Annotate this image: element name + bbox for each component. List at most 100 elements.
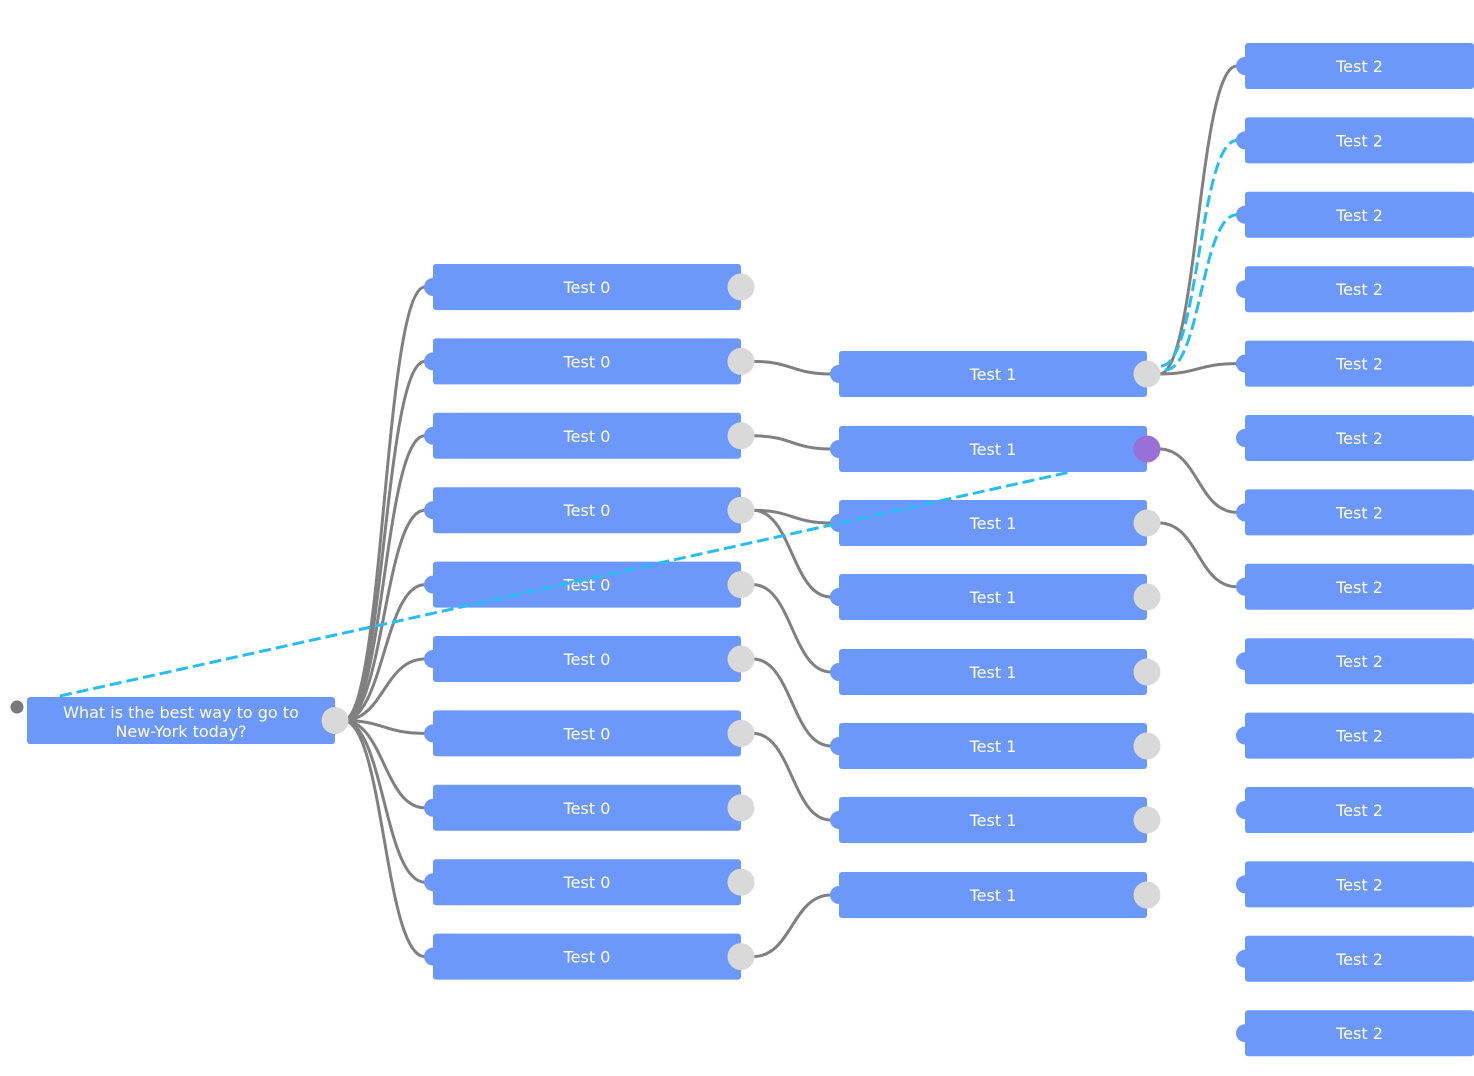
level1-node-4-output-port[interactable]	[1133, 658, 1161, 686]
level2-node-11-input-port[interactable]	[1236, 875, 1254, 894]
level0-node-3-input-port[interactable]	[424, 501, 442, 520]
level2-node-5-body[interactable]	[1245, 415, 1474, 461]
level0-node-6-output-port[interactable]	[727, 719, 755, 747]
level1-node-7-body[interactable]	[839, 872, 1147, 918]
level2-node-5[interactable]: Test 2	[1236, 415, 1474, 461]
level2-node-4-input-port[interactable]	[1236, 354, 1254, 373]
level2-node-9[interactable]: Test 2	[1236, 712, 1474, 759]
level1-node-1-input-port[interactable]	[830, 440, 848, 458]
level1-node-4-input-port[interactable]	[830, 663, 848, 681]
level1-node-4-body[interactable]	[839, 649, 1147, 695]
level1-node-6-output-port[interactable]	[1133, 806, 1161, 834]
level2-node-7-body[interactable]	[1245, 563, 1474, 610]
level2-node-0-body[interactable]	[1245, 43, 1474, 89]
level0-node-5[interactable]: Test 0	[424, 636, 755, 682]
level0-node-2-output-port[interactable]	[727, 422, 755, 450]
level2-node-3-input-port[interactable]	[1236, 280, 1254, 299]
level1-node-7-input-port[interactable]	[830, 886, 848, 904]
level1-node-3-output-port[interactable]	[1133, 583, 1161, 611]
level2-node-3-body[interactable]	[1245, 266, 1474, 313]
root-handle[interactable]	[10, 700, 24, 714]
level0-node-8[interactable]: Test 0	[424, 859, 755, 906]
level2-node-12[interactable]: Test 2	[1236, 935, 1474, 982]
level1-node-0-input-port[interactable]	[830, 365, 848, 383]
level1-node-1-body[interactable]	[839, 426, 1147, 472]
level2-node-11[interactable]: Test 2	[1236, 861, 1474, 908]
root-node-output-port[interactable]	[321, 707, 349, 734]
level0-node-7[interactable]: Test 0	[424, 784, 755, 831]
level1-node-2-output-port[interactable]	[1133, 509, 1161, 537]
level0-node-5-input-port[interactable]	[424, 650, 442, 668]
level1-node-1[interactable]: Test 1	[830, 426, 1161, 472]
level0-node-4-output-port[interactable]	[727, 571, 755, 599]
level2-node-8[interactable]: Test 2	[1236, 638, 1474, 685]
level0-node-3[interactable]: Test 0	[424, 487, 755, 534]
level0-node-6[interactable]: Test 0	[424, 710, 755, 757]
level1-node-6-input-port[interactable]	[830, 811, 848, 829]
level0-node-7-input-port[interactable]	[424, 798, 442, 817]
level2-node-7-input-port[interactable]	[1236, 577, 1254, 596]
level2-node-1-input-port[interactable]	[1236, 131, 1254, 150]
level0-node-0-body[interactable]	[433, 264, 741, 310]
level0-node-0-output-port[interactable]	[727, 273, 755, 301]
level2-node-13-input-port[interactable]	[1236, 1024, 1254, 1043]
level0-node-2-input-port[interactable]	[424, 426, 442, 445]
level1-node-7[interactable]: Test 1	[830, 872, 1161, 918]
level2-node-6[interactable]: Test 2	[1236, 489, 1474, 536]
level2-node-8-body[interactable]	[1245, 638, 1474, 685]
level1-node-3-body[interactable]	[839, 574, 1147, 620]
level1-node-6-body[interactable]	[839, 797, 1147, 843]
level0-node-1-output-port[interactable]	[727, 347, 755, 375]
level0-node-7-output-port[interactable]	[727, 794, 755, 822]
level2-node-0[interactable]: Test 2	[1236, 43, 1474, 89]
level0-node-0-input-port[interactable]	[424, 278, 442, 296]
level0-node-4-input-port[interactable]	[424, 575, 442, 594]
level1-node-3[interactable]: Test 1	[830, 574, 1161, 620]
level0-node-7-body[interactable]	[433, 784, 741, 831]
level1-node-5-output-port[interactable]	[1133, 732, 1161, 760]
level2-node-12-input-port[interactable]	[1236, 949, 1254, 968]
level0-node-3-body[interactable]	[433, 487, 741, 534]
level1-node-3-input-port[interactable]	[830, 588, 848, 606]
level1-node-1-output-port[interactable]	[1133, 435, 1161, 463]
level1-node-2-input-port[interactable]	[830, 514, 848, 532]
level0-node-5-body[interactable]	[433, 636, 741, 682]
level2-node-3[interactable]: Test 2	[1236, 266, 1474, 313]
level1-node-4[interactable]: Test 1	[830, 649, 1161, 695]
level0-node-1-body[interactable]	[433, 338, 741, 385]
level2-node-12-body[interactable]	[1245, 935, 1474, 982]
level2-node-7[interactable]: Test 2	[1236, 563, 1474, 610]
level1-node-6[interactable]: Test 1	[830, 797, 1161, 843]
level2-node-11-body[interactable]	[1245, 861, 1474, 908]
level1-node-2-body[interactable]	[839, 500, 1147, 546]
level2-node-4[interactable]: Test 2	[1236, 340, 1474, 387]
level2-node-0-input-port[interactable]	[1236, 57, 1254, 75]
level1-node-0-output-port[interactable]	[1133, 360, 1161, 388]
level2-node-6-input-port[interactable]	[1236, 503, 1254, 522]
level2-node-2[interactable]: Test 2	[1236, 191, 1474, 238]
level2-node-10[interactable]: Test 2	[1236, 787, 1474, 833]
level2-node-10-body[interactable]	[1245, 787, 1474, 833]
level1-node-5-body[interactable]	[839, 723, 1147, 769]
level1-node-2[interactable]: Test 1	[830, 500, 1161, 546]
level2-node-2-input-port[interactable]	[1236, 205, 1254, 224]
level0-node-2[interactable]: Test 0	[424, 412, 755, 459]
level2-node-2-body[interactable]	[1245, 191, 1474, 238]
level2-node-1[interactable]: Test 2	[1236, 117, 1474, 164]
root-node-body[interactable]	[27, 697, 335, 744]
level2-node-4-body[interactable]	[1245, 340, 1474, 387]
level0-node-8-input-port[interactable]	[424, 873, 442, 892]
level0-node-0[interactable]: Test 0	[424, 264, 755, 310]
level2-node-6-body[interactable]	[1245, 489, 1474, 536]
level1-node-0[interactable]: Test 1	[830, 351, 1161, 397]
level0-node-4[interactable]: Test 0	[424, 561, 755, 608]
level0-node-9[interactable]: Test 0	[424, 933, 755, 980]
level2-node-9-input-port[interactable]	[1236, 726, 1254, 745]
level1-node-5[interactable]: Test 1	[830, 723, 1161, 769]
level0-node-9-output-port[interactable]	[727, 943, 755, 971]
level0-node-9-input-port[interactable]	[424, 947, 442, 966]
level0-node-5-output-port[interactable]	[727, 645, 755, 673]
level2-node-13-body[interactable]	[1245, 1010, 1474, 1057]
